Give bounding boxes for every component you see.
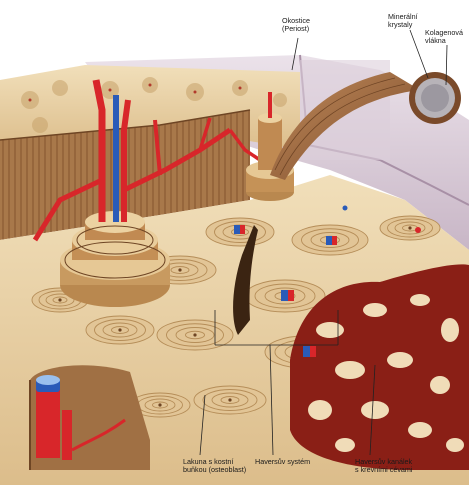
label-haversian-system: Haversův systém xyxy=(255,458,310,466)
label-collagen-fibers: Kolagenová vlákna xyxy=(425,29,463,45)
label-haversian-canal: Haversův kanálek s krevními cévami xyxy=(355,458,413,474)
label-haversian-system-line1: Haversův systém xyxy=(255,458,310,466)
label-periosteum: Okostice (Periost) xyxy=(282,17,310,33)
label-collagen-fibers-line2: vlákna xyxy=(425,37,463,45)
label-haversian-canal-line2: s krevními cévami xyxy=(355,466,413,474)
label-periosteum-line2: (Periost) xyxy=(282,25,310,33)
osteon-center xyxy=(118,328,121,331)
osteon-center xyxy=(228,398,231,401)
osteon-center xyxy=(178,268,181,271)
label-lacuna-line2: buňkou (osteoblast) xyxy=(183,466,246,474)
osteon-center xyxy=(193,333,196,336)
label-lacuna: Lakuna s kostní buňkou (osteoblast) xyxy=(183,458,246,474)
label-mineral-crystals-line2: krystaly xyxy=(388,21,418,29)
osteon-center xyxy=(58,298,61,301)
label-mineral-crystals: Minerální krystaly xyxy=(388,13,418,29)
osteon-center xyxy=(408,226,411,229)
osteon-center xyxy=(158,403,161,406)
cutaway-chamber xyxy=(30,365,150,470)
